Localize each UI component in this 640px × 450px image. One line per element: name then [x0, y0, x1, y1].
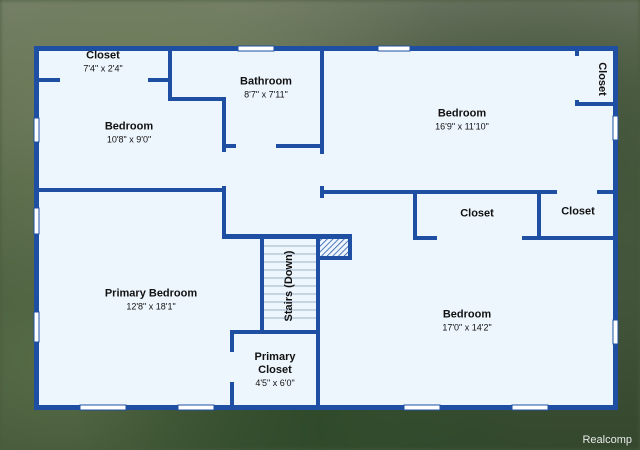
- room-closet-mid: Closet: [460, 208, 494, 221]
- room-name: Bathroom: [240, 75, 292, 88]
- stair-treads: [264, 245, 316, 319]
- room-name: Bedroom: [437, 107, 487, 120]
- room-dimensions: 10'8" x 9'0": [106, 134, 152, 145]
- watermark: Realcomp: [582, 434, 632, 446]
- window: [33, 117, 40, 143]
- window: [33, 311, 40, 343]
- window: [377, 45, 411, 52]
- room-bathroom: Bathroom 8'7" x 7'11": [240, 76, 292, 101]
- room-name-line2: Closet: [258, 364, 292, 376]
- room-dimensions: 12'8" x 18'1": [126, 301, 176, 312]
- room-primary-bedroom: Primary Bedroom 12'8" x 18'1": [105, 288, 197, 313]
- room-name: Closet: [561, 205, 595, 218]
- floor-area: [36, 48, 616, 408]
- door-openings: [60, 56, 597, 382]
- stairs-label: Stairs (Down): [283, 250, 295, 322]
- room-closet-vertical: Closet: [596, 62, 608, 96]
- room-dimensions: 8'7" x 7'11": [244, 89, 288, 100]
- room-dimensions: 4'5" x 6'0": [255, 378, 295, 388]
- room-bedroom-bottom-right: Bedroom 17'0" x 14'2": [442, 309, 491, 334]
- room-name: Bedroom: [442, 308, 492, 321]
- room-name: Closet: [86, 49, 120, 62]
- room-closet-top-left: Closet 7'4" x 2'4": [83, 50, 122, 75]
- room-closet-right: Closet: [561, 206, 595, 219]
- room-bedroom-top-left: Bedroom 10'8" x 9'0": [105, 121, 153, 146]
- room-primary-closet: Primary Closet 4'5" x 6'0": [255, 351, 296, 389]
- room-name-line1: Primary: [254, 351, 296, 363]
- room-dimensions: 7'4" x 2'4": [83, 63, 123, 74]
- window: [403, 404, 441, 411]
- room-dimensions: 17'0" x 14'2": [442, 322, 492, 333]
- room-name: Primary Bedroom: [104, 287, 198, 300]
- windows: [33, 45, 619, 411]
- window: [612, 115, 619, 141]
- window: [177, 404, 215, 411]
- room-name: Bedroom: [104, 120, 154, 133]
- window: [612, 319, 619, 345]
- room-dimensions: 16'9" x 11'10": [435, 121, 489, 132]
- window: [33, 207, 40, 235]
- room-bedroom-top-right: Bedroom 16'9" x 11'10": [435, 108, 489, 133]
- window: [79, 404, 127, 411]
- wall-exterior-right: [613, 46, 618, 410]
- wall-exterior-bottom: [34, 405, 618, 410]
- room-name: Closet: [460, 207, 494, 220]
- window: [511, 404, 549, 411]
- chase-hatch: [320, 239, 348, 256]
- window: [237, 45, 275, 52]
- wall-exterior-top: [34, 46, 618, 51]
